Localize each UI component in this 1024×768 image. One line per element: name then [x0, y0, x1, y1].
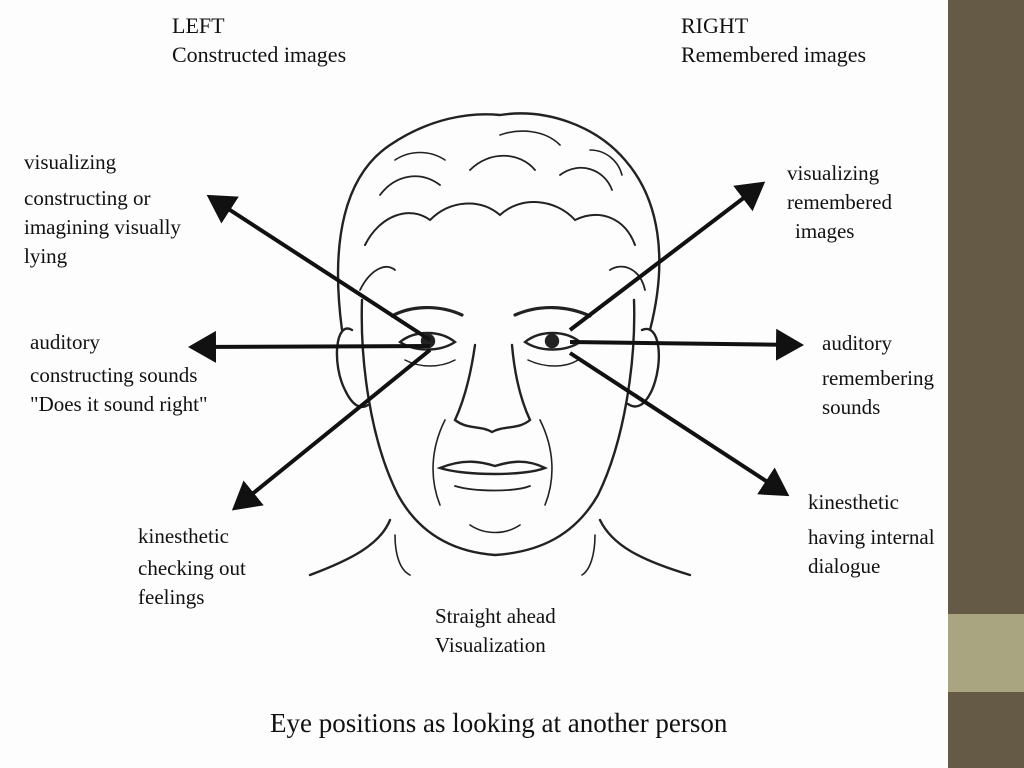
arrow-left-up — [210, 197, 430, 340]
label-line: images — [787, 217, 892, 246]
label-line: constructing or — [24, 184, 181, 213]
label-line: visualizing — [787, 159, 892, 188]
arrow-left-middle — [192, 346, 430, 347]
label-line: remembered — [787, 188, 892, 217]
label-line: constructing sounds — [30, 361, 208, 390]
label-left-bottom: kinesthetic checking out feelings — [138, 522, 246, 612]
label-line: Straight ahead — [435, 602, 556, 631]
mouth — [440, 462, 545, 474]
label-right-top: visualizing remembered images — [787, 159, 892, 246]
label-line: having internal — [808, 523, 935, 552]
nose — [455, 345, 530, 432]
neck — [310, 520, 690, 575]
label-line: auditory — [30, 328, 208, 357]
label-line: checking out — [138, 554, 246, 583]
right-header-subtitle: Remembered images — [681, 40, 866, 69]
label-left-top: visualizing constructing or imagining vi… — [24, 148, 181, 271]
arrow-right-up — [570, 184, 762, 330]
label-right-bottom: kinesthetic having internal dialogue — [808, 488, 935, 581]
label-line: kinesthetic — [808, 488, 935, 517]
eye-direction-arrows — [192, 184, 800, 508]
label-line: lying — [24, 242, 181, 271]
caption: Eye positions as looking at another pers… — [270, 708, 727, 739]
label-left-middle: auditory constructing sounds "Does it so… — [30, 328, 208, 419]
decorative-side-rail-accent — [948, 614, 1024, 692]
arrow-left-down — [235, 350, 430, 508]
label-line: Visualization — [435, 631, 556, 660]
label-line: auditory — [822, 329, 934, 358]
label-line: dialogue — [808, 552, 935, 581]
arrow-right-down — [570, 353, 786, 494]
arrow-right-middle — [570, 342, 800, 345]
right-header: RIGHT Remembered images — [681, 11, 866, 69]
label-line: visualizing — [24, 148, 181, 177]
label-line: remembering — [822, 364, 934, 393]
slide: LEFT Constructed images RIGHT Remembered… — [0, 0, 948, 768]
label-center-bottom: Straight ahead Visualization — [435, 602, 556, 660]
left-header: LEFT Constructed images — [172, 11, 346, 69]
label-line: sounds — [822, 393, 934, 422]
left-header-title: LEFT — [172, 11, 346, 40]
right-header-title: RIGHT — [681, 11, 866, 40]
left-brow — [392, 308, 462, 316]
face-contour — [362, 300, 634, 555]
label-right-middle: auditory remembering sounds — [822, 329, 934, 422]
right-brow — [515, 308, 590, 316]
label-line: feelings — [138, 583, 246, 612]
label-line: "Does it sound right" — [30, 390, 208, 419]
left-header-subtitle: Constructed images — [172, 40, 346, 69]
label-line: imagining visually — [24, 213, 181, 242]
label-line: kinesthetic — [138, 522, 246, 551]
